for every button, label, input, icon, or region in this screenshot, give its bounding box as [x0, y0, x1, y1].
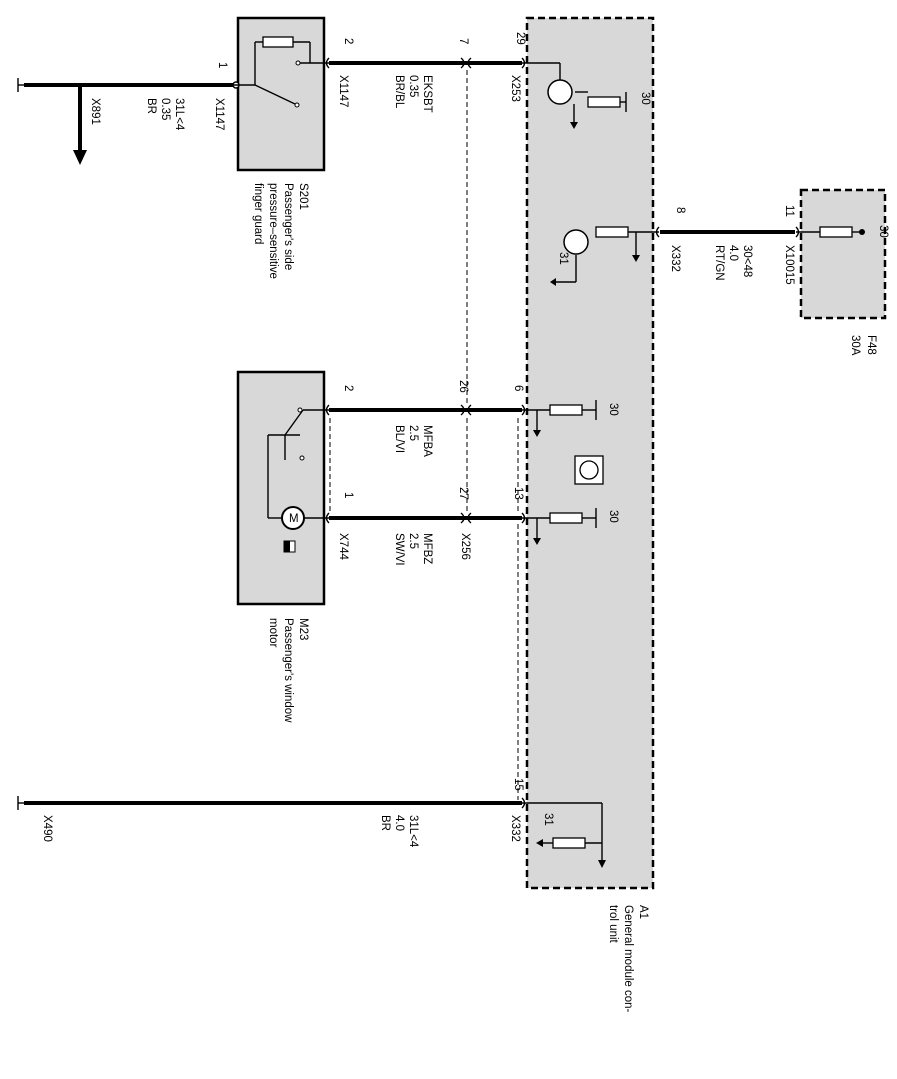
label-module-ground-size: 4.0	[393, 815, 405, 831]
label-pin-1-motor: 1	[342, 492, 354, 498]
label-pin-7: 7	[457, 38, 469, 44]
label-pin-15: 15	[512, 778, 524, 791]
motor-wire-a	[325, 404, 526, 416]
label-x744: X744	[337, 533, 349, 560]
label-ekst-circuit: EKSBT	[421, 75, 433, 113]
label-mfbz-circuit: MFBZ	[421, 533, 433, 564]
label-ekst-size: 0.35	[407, 75, 419, 97]
svg-text:M: M	[289, 513, 299, 525]
label-a1-30-a: 30	[607, 403, 619, 416]
label-mfba-color: BL/VI	[393, 425, 405, 453]
motor-wire-b	[325, 512, 526, 524]
label-m23-name-2: motor	[267, 618, 279, 648]
label-x10015: X10015	[783, 245, 795, 285]
label-x1147-left: X1147	[213, 98, 225, 130]
a1-transistor-top	[522, 62, 627, 129]
label-s201-code: S201	[297, 183, 309, 210]
label-guard-ground-color: BR	[145, 98, 157, 114]
module-ground-wire	[17, 796, 526, 810]
label-a1-name-1: General module con-	[622, 905, 634, 1013]
label-x490: X490	[41, 815, 53, 842]
fuse-feed-wire	[655, 226, 800, 238]
label-f48-code: F48	[865, 335, 877, 355]
ground-arrow	[73, 150, 87, 165]
label-pin-8: 8	[674, 207, 686, 213]
label-pin-27: 27	[457, 487, 469, 500]
label-x332-top: X332	[669, 245, 681, 272]
a1-ground-internal	[522, 802, 606, 868]
f48-fuse-symbol	[796, 226, 865, 238]
a1-output-driver-a	[522, 400, 597, 437]
label-ekst-color: BR/BL	[393, 75, 405, 109]
label-pin-6: 6	[512, 385, 524, 391]
label-x891: X891	[89, 98, 101, 125]
label-s201-name-3: finger guard	[252, 183, 264, 244]
label-pin-2-motor: 2	[342, 385, 354, 391]
label-fuse-feed-circuit: 30<48	[741, 245, 753, 277]
label-pin-29: 29	[514, 32, 526, 45]
label-pin-1-guard: 1	[216, 62, 228, 68]
label-guard-ground-size: 0.35	[159, 98, 171, 120]
ground-x891-wire	[17, 78, 240, 165]
label-m23-code: M23	[297, 618, 309, 640]
label-guard-ground-circuit: 31L<4	[173, 98, 185, 131]
a1-module-box	[525, 16, 655, 890]
label-module-ground-circuit: 31L<4	[407, 815, 419, 848]
a1-output-driver-b	[522, 508, 597, 545]
label-fuse-feed-color: RT/GN	[713, 245, 725, 281]
label-pin-2-guard: 2	[342, 38, 354, 44]
label-pin-11: 11	[783, 205, 795, 217]
label-x1147-right: X1147	[337, 75, 349, 107]
label-a1-31-mid: 31	[557, 252, 569, 265]
label-a1-code: A1	[637, 905, 649, 919]
label-s201-name-2: pressure–sensitive	[267, 183, 279, 279]
a1-relay-icon	[574, 455, 604, 485]
label-fuse-feed-size: 4.0	[727, 245, 739, 261]
f48-fuse-box	[799, 188, 887, 320]
m23-motor-symbol: M	[267, 407, 329, 553]
label-module-ground-color: BR	[379, 815, 391, 831]
s201-switch-symbol	[233, 36, 329, 108]
label-a1-31-bottom: 31	[542, 813, 554, 826]
label-a1-30-top: 30	[639, 92, 651, 105]
guard-signal-wire	[325, 57, 526, 69]
label-m23-name-1: Passenger's window	[282, 618, 294, 723]
label-pin-13: 13	[512, 487, 524, 500]
label-mfbz-size: 2.5	[407, 533, 419, 549]
label-f48-rating: 30A	[849, 335, 861, 356]
label-pin-26: 26	[457, 380, 469, 393]
label-a1-name-2: trol unit	[607, 905, 619, 944]
label-a1-30-b: 30	[607, 510, 619, 523]
label-f48-terminal: 30	[877, 225, 889, 238]
label-x256: X256	[459, 533, 471, 560]
label-mfbz-color: SW/VI	[393, 533, 405, 566]
label-x253: X253	[509, 75, 521, 102]
label-mfba-circuit: MFBA	[421, 425, 433, 457]
m23-window-motor-box	[236, 370, 326, 606]
label-mfba-size: 2.5	[407, 425, 419, 441]
label-x332-bottom: X332	[509, 815, 521, 842]
a1-transistor-mid	[550, 226, 659, 286]
label-s201-name-1: Passenger's side	[282, 183, 294, 270]
